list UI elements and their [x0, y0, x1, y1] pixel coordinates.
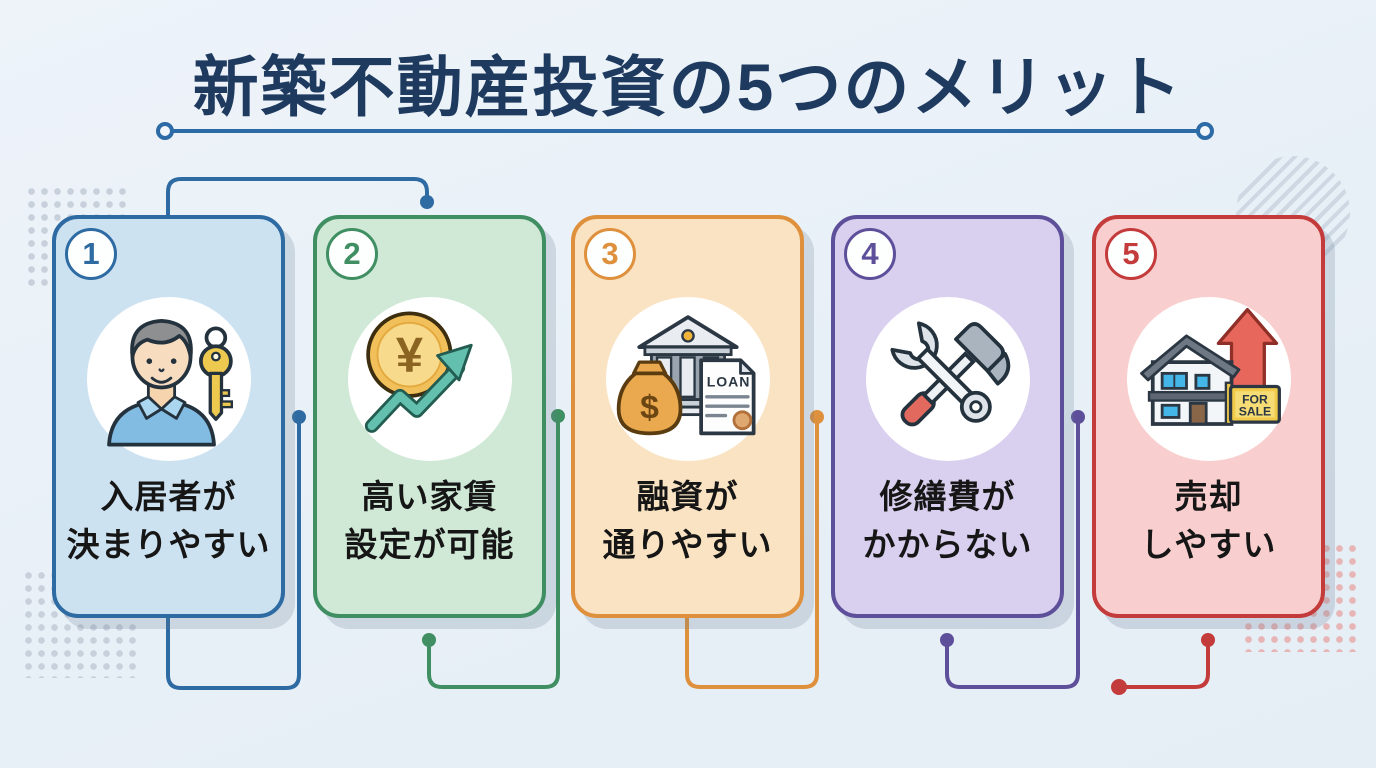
card-label: 融資が 通りやすい — [575, 473, 800, 568]
card-number-badge: 2 — [326, 228, 378, 280]
card-label: 修繕費が かからない — [835, 473, 1060, 568]
wrench-hammer-icon — [889, 321, 1010, 427]
connector-card1-bottom — [166, 410, 306, 690]
for-sale-line2: SALE — [1238, 405, 1270, 419]
icon-circle — [86, 297, 251, 461]
icon-circle: $ LOAN — [605, 297, 770, 461]
card-number-badge: 5 — [1105, 228, 1157, 280]
card-label: 入居者が 決まりやすい — [56, 473, 281, 568]
yen-growth-icon: ¥ — [364, 311, 473, 433]
card-number-badge: 3 — [584, 228, 636, 280]
page-title: 新築不動産投資の5つのメリット — [192, 50, 1184, 124]
for-sale-line1: FOR — [1242, 392, 1268, 406]
card-label: 売却 しやすい — [1096, 473, 1321, 568]
icon-circle — [865, 297, 1030, 461]
house-for-sale-icon: FOR SALE — [1139, 307, 1281, 426]
loan-label: LOAN — [706, 374, 750, 390]
bank-loan-icon: $ LOAN — [616, 315, 755, 436]
dollar-symbol: $ — [640, 388, 659, 426]
card-label-line1: 入居者が — [100, 478, 237, 515]
icon-circle: ¥ — [347, 297, 512, 461]
card-label-line2: 決まりやすい — [66, 525, 271, 563]
card-label-line1: 修繕費が — [879, 478, 1016, 515]
connector-card3-bottom — [685, 410, 824, 689]
card-number: 2 — [343, 236, 361, 271]
connector-card5-bottom — [1111, 633, 1215, 695]
tenant-key-icon — [106, 319, 233, 447]
benefit-card-4: 4 修繕費が かからない — [831, 215, 1064, 618]
card-number: 1 — [82, 236, 100, 271]
card-number: 3 — [601, 236, 619, 271]
card-label-line1: 融資が — [636, 478, 739, 515]
card-number: 5 — [1122, 236, 1140, 271]
title-underline — [156, 122, 1214, 140]
connector-card4-bottom — [940, 410, 1085, 689]
card-label-line1: 高い家賃 — [361, 478, 498, 515]
card-label: 高い家賃 設定が可能 — [317, 473, 542, 568]
benefit-card-1: 1 入居者が 決まりやすい — [52, 215, 285, 618]
icon-circle: FOR SALE — [1126, 297, 1291, 461]
card-label-line2: 通りやすい — [602, 525, 773, 563]
connector-card2-bottom — [422, 409, 565, 689]
benefit-card-5: 5 FOR SALE 売却 しやすい — [1092, 215, 1325, 618]
card-number: 4 — [861, 236, 879, 271]
benefit-card-3: 3 $ LOAN 融資が 通りやすい — [571, 215, 804, 618]
card-label-line2: 設定が可能 — [344, 525, 515, 563]
card-label-line2: かからない — [862, 525, 1033, 563]
card-number-badge: 4 — [844, 228, 896, 280]
card-label-line2: しやすい — [1140, 525, 1277, 563]
benefit-card-2: 2 ¥ 高い家賃 設定が可能 — [313, 215, 546, 618]
yen-symbol: ¥ — [395, 329, 422, 383]
connector-card1-top — [166, 177, 434, 218]
card-label-line1: 売却 — [1174, 478, 1243, 515]
card-number-badge: 1 — [65, 228, 117, 280]
